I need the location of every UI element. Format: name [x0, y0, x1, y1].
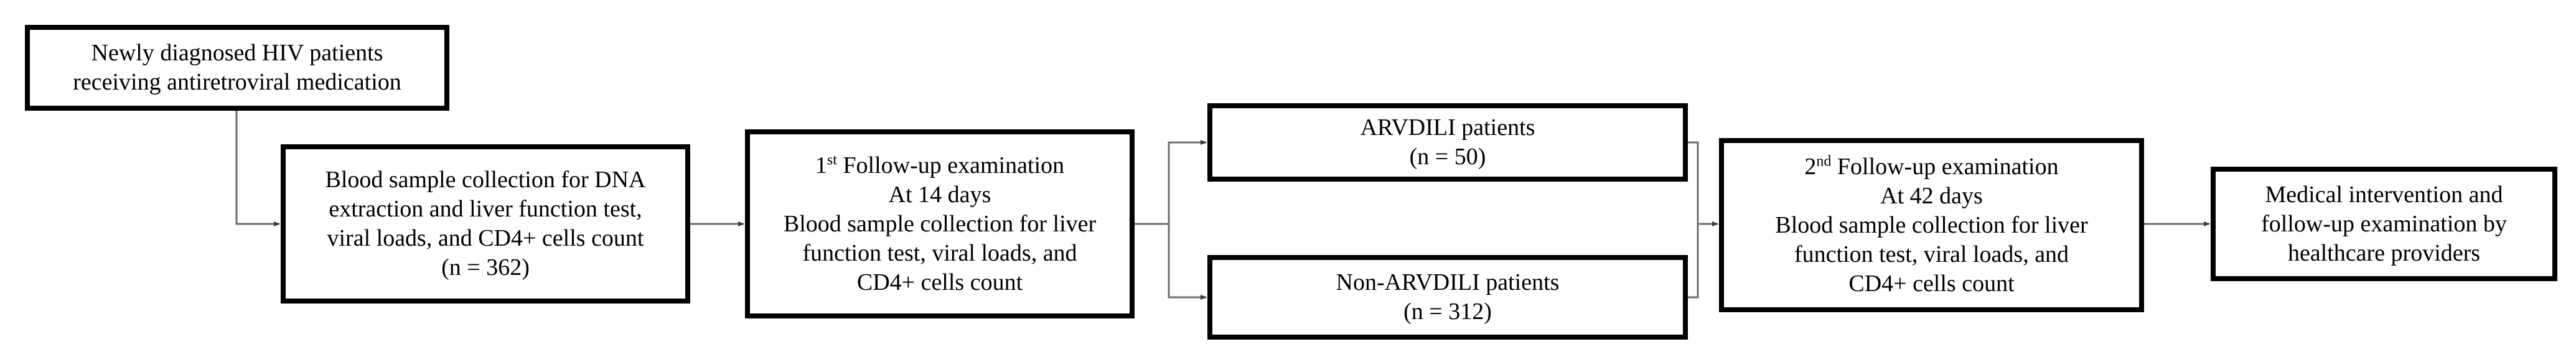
second-followup-ordinal-suffix: nd [1816, 152, 1832, 169]
box-arvdili-patients: ARVDILI patients (n = 50) [1207, 103, 1688, 182]
box-first-followup-line3: Blood sample collection for liver [783, 210, 1097, 237]
box-medical-intervention-line3: healthcare providers [2287, 239, 2481, 266]
connector-start-to-baseline [235, 111, 280, 226]
box-first-followup-line2: At 14 days [888, 181, 991, 208]
box-non-arvdili-patients: Non-ARVDILI patients (n = 312) [1207, 255, 1688, 340]
second-followup-title-rest: Follow-up examination [1831, 153, 2059, 180]
box-medical-intervention-line1: Medical intervention and [2265, 181, 2503, 208]
box-newly-diagnosed: Newly diagnosed HIV patients receiving a… [25, 25, 449, 111]
box-first-followup: 1st Follow-up examination At 14 days Blo… [745, 129, 1135, 318]
box-baseline-sample-line4: (n = 362) [441, 254, 530, 280]
box-newly-diagnosed-line1: Newly diagnosed HIV patients [91, 40, 383, 66]
box-second-followup: 2nd Follow-up examination At 42 days Blo… [1719, 138, 2144, 312]
first-followup-title-rest: Follow-up examination [836, 152, 1065, 178]
box-arvdili-line1: ARVDILI patients [1360, 114, 1535, 141]
box-second-followup-line2: At 42 days [1880, 182, 1983, 209]
box-baseline-sample: Blood sample collection for DNA extracti… [281, 144, 690, 304]
connector-split-to-non-arvdili [1168, 224, 1207, 300]
box-baseline-sample-line1: Blood sample collection for DNA [325, 167, 646, 193]
first-followup-ordinal: 1 [815, 152, 827, 178]
box-baseline-sample-line3: viral loads, and CD4+ cells count [327, 225, 644, 251]
box-first-followup-line4: function test, viral loads, and [802, 239, 1077, 266]
box-medical-intervention: Medical intervention and follow-up exami… [2211, 167, 2557, 281]
connector-split-to-arvdili [1168, 140, 1207, 224]
box-second-followup-line3: Blood sample collection for liver [1775, 211, 2088, 238]
box-non-arvdili-line2: (n = 312) [1403, 299, 1492, 325]
box-second-followup-line4: function test, viral loads, and [1794, 241, 2069, 267]
box-first-followup-title: 1st Follow-up examination [815, 151, 1064, 180]
first-followup-ordinal-suffix: st [827, 151, 837, 168]
box-newly-diagnosed-line2: receiving antiretroviral medication [73, 69, 401, 95]
box-baseline-sample-line2: extraction and liver function test, [329, 196, 642, 222]
box-medical-intervention-line2: follow-up examination by [2261, 210, 2507, 237]
box-second-followup-title: 2nd Follow-up examination [1804, 152, 2058, 182]
second-followup-ordinal: 2 [1804, 153, 1817, 180]
connector-arvdili-to-merge [1688, 141, 1699, 299]
box-second-followup-line5: CD4+ cells count [1848, 270, 2015, 297]
box-arvdili-line2: (n = 50) [1409, 144, 1486, 170]
box-first-followup-line5: CD4+ cells count [856, 269, 1023, 295]
box-non-arvdili-line1: Non-ARVDILI patients [1336, 269, 1560, 295]
